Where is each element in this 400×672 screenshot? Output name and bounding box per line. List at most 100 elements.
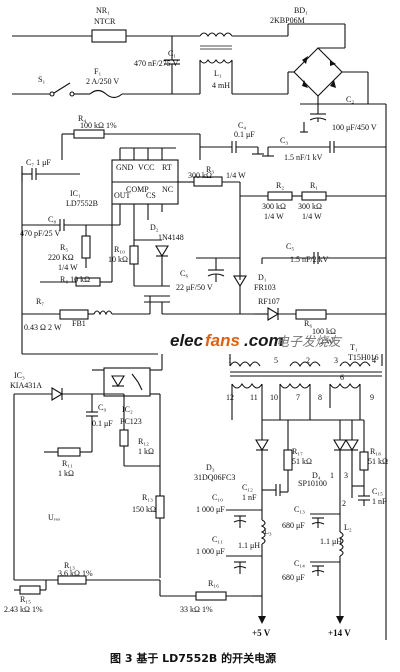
diode-rf107 — [267, 307, 280, 321]
c10-label: C₁₀ — [212, 493, 223, 502]
d4-pin-3: 3 — [344, 471, 348, 480]
resistor-r15 — [19, 585, 41, 595]
ntcr-label: NTCR — [94, 17, 116, 26]
output-14v-arrow — [336, 616, 344, 624]
switch-s1 — [49, 82, 75, 97]
c2-label: C₂ — [346, 95, 354, 104]
resistor-r6 — [295, 309, 327, 320]
c14-label: C₁₄ — [294, 559, 305, 568]
r11-label: R₁₁ — [62, 459, 73, 468]
r6-value: 100 kΩ — [312, 327, 336, 336]
ic1-part-label: LD7552B — [66, 199, 98, 208]
resistor-r2 — [267, 191, 293, 201]
r16-label: R₁₆ — [208, 579, 219, 588]
ferrite-bead-fb1 — [93, 310, 113, 316]
c12-value: 1 nF — [242, 493, 257, 502]
t1-pin-8: 8 — [318, 393, 322, 402]
r7-value: 0.43 Ω 2 W — [24, 323, 62, 332]
d3-label: D₃ — [206, 463, 215, 472]
r17-label: R₁₇ — [292, 447, 303, 456]
c4-value: 0.1 μF — [234, 130, 255, 139]
c3-top-value: 1.5 nF/1 kV — [284, 153, 323, 162]
r18-value: 51 kΩ — [368, 457, 388, 466]
ic2-label: IC₂ — [122, 405, 133, 414]
c8-value: 470 pF/25 V — [20, 229, 61, 238]
t1-pin-1: 1 — [228, 356, 232, 365]
resistor-r10 — [129, 245, 139, 265]
r1-wattage: 1/4 W — [302, 212, 322, 221]
ic1-ld7552b: GND VCC RT COMP NC OUT CS — [111, 147, 179, 240]
r6-wattage: 2 W — [320, 337, 334, 346]
r12-value: 1 kΩ — [138, 447, 154, 456]
resistor-r16 — [195, 591, 227, 601]
d4-pin-2: 2 — [342, 499, 346, 508]
r17-value: 51 kΩ — [292, 457, 312, 466]
c2-value: 100 μF/450 V — [332, 123, 377, 132]
bridge-rectifier-bd1 — [288, 47, 369, 114]
d3-part-label: 31DQ06FC3 — [194, 473, 235, 482]
nr1-label: NR₁ — [96, 6, 110, 15]
d2-label: D₂ — [150, 223, 159, 232]
watermark-brand-tail: .com — [244, 331, 284, 350]
r13b-value: 3.6 kΩ 1% — [58, 569, 93, 578]
c13-label: C₁₃ — [294, 505, 305, 514]
l1-value: 4 mH — [212, 81, 230, 90]
r5-label: R₅ — [60, 243, 68, 252]
f1-label: F₁ — [94, 67, 101, 76]
c7-label: C₇ 1 μF — [26, 158, 51, 167]
pin-out: OUT — [114, 191, 131, 200]
watermark-brand-cn: 电子发烧友 — [276, 335, 343, 350]
d4-part-label: SP10100 — [298, 479, 327, 488]
t1-pin-7: 7 — [296, 393, 300, 402]
r5-value: 220 KΩ — [48, 253, 74, 262]
feedback-section: IC₃ KIA431A C₉ 0.1 μF IC₂ PC123 R₁₂ 1 kΩ… — [4, 354, 252, 614]
c1-label: C₁ — [168, 49, 176, 58]
output-14v-label: +14 V — [328, 628, 351, 638]
ic3-label: IC₃ — [14, 371, 25, 380]
l3-value: 1.1 μH — [238, 541, 260, 550]
watermark-brand-orange: fans — [205, 331, 240, 350]
r5-wattage: 1/4 W — [58, 263, 78, 272]
r6-label: R₆ — [304, 319, 312, 328]
c4-label: C₄ — [238, 121, 246, 130]
rf107-label: RF107 — [258, 297, 280, 306]
diode-d4-b — [345, 439, 359, 452]
t1-pin-3: 3 — [334, 356, 338, 365]
l3-label: L₃ — [264, 527, 272, 536]
r1-value: 300 kΩ — [298, 202, 322, 211]
pin-nc: NC — [162, 185, 173, 194]
controller-section: GND VCC RT COMP NC OUT CS — [20, 114, 386, 355]
ic2-part-label: PC123 — [120, 417, 142, 426]
optocoupler-ic2 — [92, 354, 163, 397]
t1-pin-9: 9 — [370, 393, 374, 402]
fb1-label: FB1 — [72, 319, 86, 328]
t1-pin-12: 12 — [226, 393, 234, 402]
r18-label: R₁₈ — [370, 447, 381, 456]
figure-caption: 图 3 基于 LD7552B 的开关电源 — [110, 651, 276, 665]
c15-value: 1 nF — [372, 497, 387, 506]
r13-label: R₁₃ — [142, 493, 153, 502]
r12-label: R₁₂ — [138, 437, 149, 446]
pin-gnd: GND — [116, 163, 134, 172]
c3-top-label: C₃ — [280, 136, 288, 145]
r10-label: R₁₀ — [114, 245, 125, 254]
c9-value: 0.1 μF — [92, 419, 113, 428]
r2-value: 300 kΩ — [262, 202, 286, 211]
resistor-r13 — [155, 495, 165, 519]
resistor-r1 — [301, 191, 327, 201]
pin-comp: COMP — [126, 185, 149, 194]
s1-label: S₁ — [38, 75, 45, 84]
r16-value: 33 kΩ 1% — [180, 605, 213, 614]
d2-part-label: 1N4148 — [158, 233, 184, 242]
l2-label: L₂ — [344, 523, 352, 532]
r15-label: R₁₅ — [20, 595, 31, 604]
inductor-l3 — [260, 519, 266, 545]
r3-value: 300 kΩ — [188, 171, 212, 180]
c11-label: C₁₁ — [212, 535, 223, 544]
diode-d3 — [255, 439, 269, 452]
resistor-r11 — [57, 447, 81, 457]
bd1-part-label: 2KBP06M — [270, 16, 305, 25]
bd1-label: BD₁ — [294, 6, 308, 15]
resistor-r12 — [119, 429, 129, 447]
